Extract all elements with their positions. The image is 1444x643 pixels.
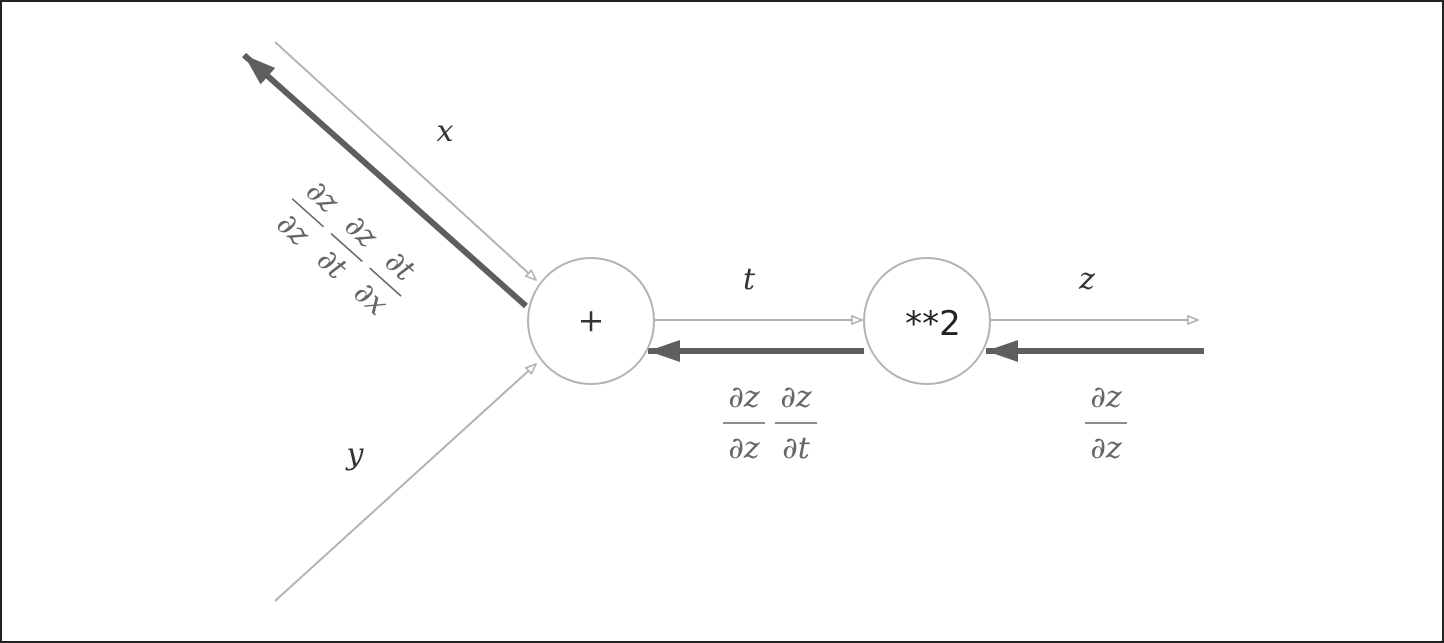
label-x: x (437, 114, 454, 149)
forward-arrow-x (274, 41, 536, 280)
gradient-to-t-numerator-1: ∂z (728, 380, 760, 415)
gradient-output-denominator: ∂z (1090, 431, 1122, 466)
label-t: t (743, 262, 756, 297)
gradient-to-x-bar-1 (291, 198, 325, 228)
gradient-to-t: ∂z ∂z ∂z ∂t (723, 380, 817, 466)
label-z: z (1078, 262, 1095, 297)
forward-arrow-y (274, 364, 536, 602)
square-node-symbol: **2 (905, 304, 961, 344)
gradient-to-x-bar-2 (330, 232, 363, 263)
gradient-output-numerator: ∂z (1090, 380, 1122, 415)
backward-arrow-x (242, 52, 528, 309)
gradient-to-t-denominator-1: ∂z (728, 431, 760, 466)
gradient-to-t-denominator-2: ∂t (782, 431, 811, 466)
square-node: **2 (863, 257, 991, 385)
add-node-symbol: + (578, 301, 605, 339)
gradient-to-x-bar-3 (369, 267, 402, 297)
label-y: y (345, 437, 365, 472)
gradient-output: ∂z ∂z (1085, 380, 1127, 466)
gradient-to-t-numerator-2: ∂z (780, 380, 812, 415)
add-node: + (527, 257, 655, 385)
